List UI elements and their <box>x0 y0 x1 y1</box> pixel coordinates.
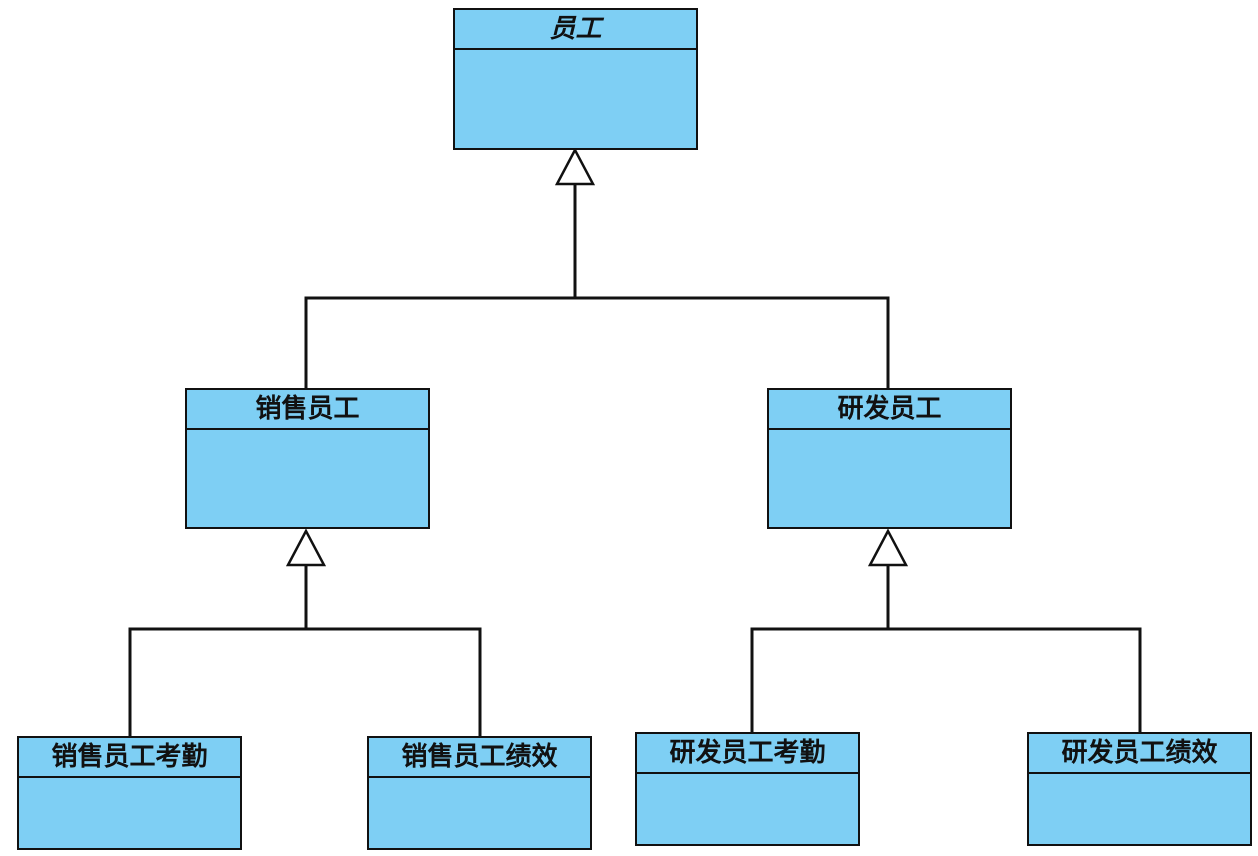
generalization-arrow-sales-employee <box>285 528 327 567</box>
generalization-arrow-rd-employee <box>867 528 909 567</box>
inheritance-line-sales-performance <box>306 627 482 736</box>
inheritance-line-rd-employee <box>575 296 890 388</box>
class-name: 研发员工绩效 <box>1029 734 1250 774</box>
class-sales-performance[interactable]: 销售员工绩效 <box>367 736 592 850</box>
class-name: 销售员工 <box>187 390 428 430</box>
class-rd-employee[interactable]: 研发员工 <box>767 388 1012 529</box>
generalization-arrow-employee <box>554 147 596 186</box>
class-employee[interactable]: 员工 <box>453 8 698 150</box>
class-name: 销售员工绩效 <box>369 738 590 778</box>
class-rd-performance[interactable]: 研发员工绩效 <box>1027 732 1252 846</box>
class-name: 销售员工考勤 <box>19 738 240 778</box>
class-rd-attendance[interactable]: 研发员工考勤 <box>635 732 860 846</box>
class-sales-employee[interactable]: 销售员工 <box>185 388 430 529</box>
class-name: 研发员工考勤 <box>637 734 858 774</box>
inheritance-line-rd-performance <box>888 627 1142 732</box>
class-name: 研发员工 <box>769 390 1010 430</box>
inheritance-line-rd-attendance <box>750 627 888 732</box>
inheritance-line-sales-attendance <box>128 627 306 736</box>
class-name: 员工 <box>455 10 696 50</box>
class-sales-attendance[interactable]: 销售员工考勤 <box>17 736 242 850</box>
inheritance-line-sales-employee <box>304 296 575 388</box>
